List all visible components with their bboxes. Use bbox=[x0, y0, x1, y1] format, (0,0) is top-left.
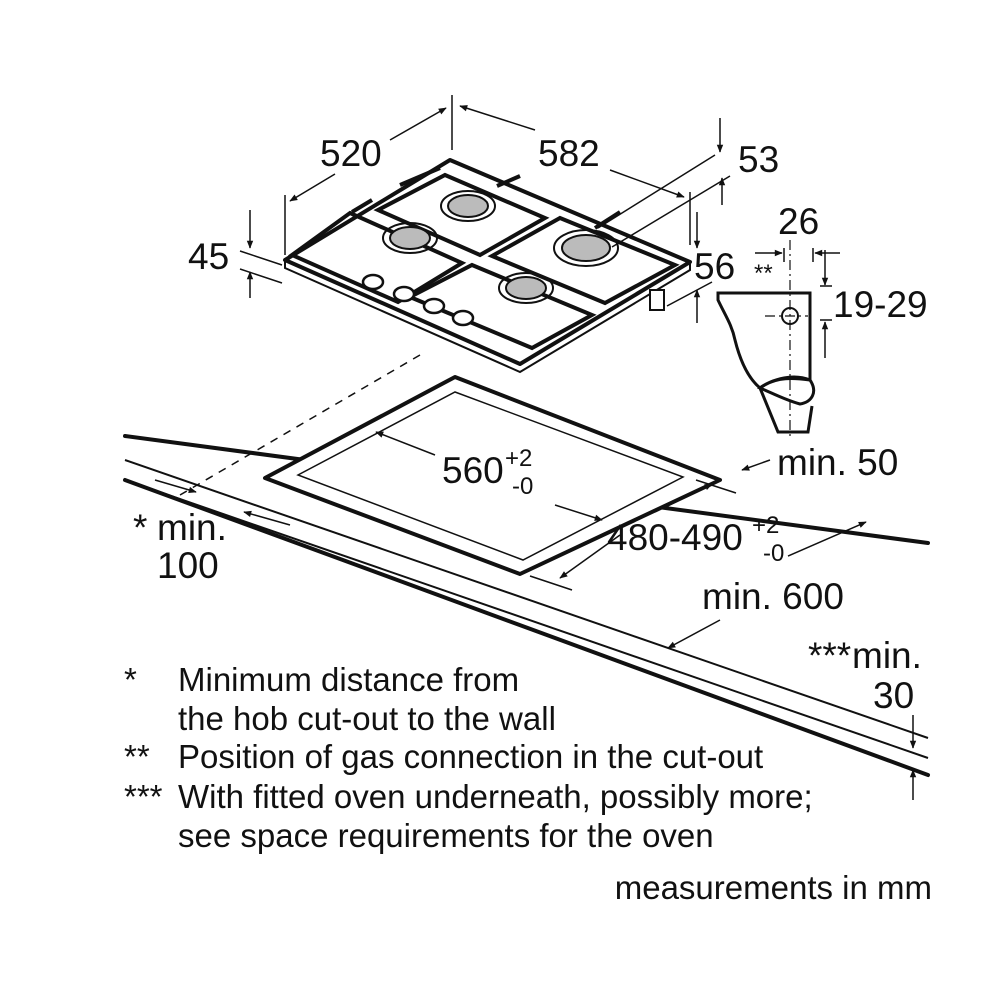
knob-icon bbox=[392, 285, 416, 303]
dim-wall-distance-line1: min. bbox=[157, 507, 227, 548]
note-3-line-1: With fitted oven underneath, possibly mo… bbox=[178, 778, 813, 815]
note-2-marker: ** bbox=[124, 738, 150, 775]
dim-cutout-width-tol-minus: -0 bbox=[512, 473, 533, 500]
dimension-labels: 520 582 53 45 56 26 ** 19-29 560 +2 -0 4… bbox=[133, 133, 928, 716]
dim-connection-marker: ** bbox=[754, 260, 773, 287]
dim-cutout-depth: 480-490 bbox=[607, 517, 743, 558]
note-1-line-2: the hob cut-out to the wall bbox=[178, 700, 556, 737]
footnotes: * Minimum distance from the hob cut-out … bbox=[124, 661, 932, 906]
note-1-marker: * bbox=[124, 661, 137, 698]
burner-icon bbox=[447, 194, 489, 218]
worktop-cutout bbox=[263, 375, 722, 576]
burners bbox=[382, 190, 619, 304]
dim-wall-distance-marker: * bbox=[133, 507, 147, 548]
control-knobs bbox=[361, 273, 475, 327]
dim-oven-clearance-marker: *** bbox=[808, 635, 851, 676]
dim-top-clearance: 53 bbox=[738, 139, 779, 180]
dim-cutout-width-tol-plus: +2 bbox=[505, 445, 532, 472]
pan-supports bbox=[288, 166, 680, 351]
dim-connection-height: 56 bbox=[694, 246, 735, 287]
worktop bbox=[123, 354, 930, 777]
dim-oven-clearance-line2: 30 bbox=[873, 675, 914, 716]
burner-icon bbox=[561, 234, 611, 262]
dim-depth: 520 bbox=[320, 133, 382, 174]
note-3-marker: *** bbox=[124, 778, 163, 815]
dim-height: 45 bbox=[188, 236, 229, 277]
dim-oven-clearance-line1: min. bbox=[852, 635, 922, 676]
dim-cutout-depth-tol-minus: -0 bbox=[763, 540, 784, 567]
dim-front-edge: min. 50 bbox=[777, 442, 898, 483]
hob bbox=[283, 158, 692, 374]
dim-cutout-depth-tol-plus: +2 bbox=[752, 512, 779, 539]
dim-connection-offset: 26 bbox=[778, 201, 819, 242]
burner-icon bbox=[505, 276, 547, 300]
knob-icon bbox=[422, 297, 446, 315]
knob-icon bbox=[361, 273, 385, 291]
note-1-line-1: Minimum distance from bbox=[178, 661, 519, 698]
dim-width: 582 bbox=[538, 133, 600, 174]
burner-icon bbox=[389, 226, 431, 250]
units-note: measurements in mm bbox=[615, 869, 932, 906]
knob-icon bbox=[451, 309, 475, 327]
note-2-line-1: Position of gas connection in the cut-ou… bbox=[178, 738, 763, 775]
note-3-line-2: see space requirements for the oven bbox=[178, 817, 714, 854]
dim-wall-distance-line2: 100 bbox=[157, 545, 219, 586]
dim-worktop-depth: min. 600 bbox=[702, 576, 844, 617]
dimension-lines bbox=[154, 95, 917, 800]
dim-connection-vertical: 19-29 bbox=[833, 284, 928, 325]
gas-connection-detail bbox=[716, 240, 840, 440]
dim-cutout-width: 560 bbox=[442, 450, 504, 491]
